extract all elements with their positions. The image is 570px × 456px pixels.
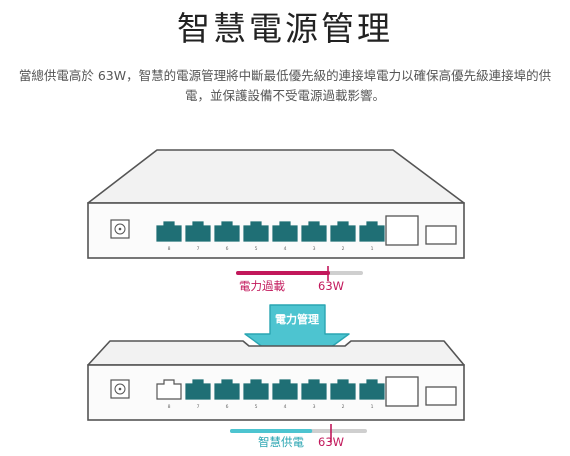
bottom-port-7: [185, 379, 211, 400]
bottom-port-number: 8: [168, 404, 171, 410]
top-meter-value: 63W: [318, 279, 344, 293]
top-port-number: 3: [313, 246, 316, 252]
top-port-8: [156, 221, 182, 242]
bottom-port-3: [301, 379, 327, 400]
top-port-number: 2: [342, 246, 345, 252]
top-port-number: 6: [226, 246, 229, 252]
top-port-4: [272, 221, 298, 242]
top-port-number: 7: [197, 246, 200, 252]
bottom-switch: 8 7 6 5 4 3 2 1: [87, 340, 465, 421]
bottom-switch-lid: [87, 340, 465, 366]
bottom-power-meter: 智慧供電 63W: [230, 424, 367, 449]
top-port-5: [243, 221, 269, 242]
top-port-2: [330, 221, 356, 242]
bottom-meter-fill: [230, 429, 313, 433]
page-title: 智慧電源管理: [177, 9, 393, 48]
bottom-port-number: 4: [284, 404, 287, 410]
top-port-number: 8: [168, 246, 171, 252]
bottom-port-number: 3: [313, 404, 316, 410]
bottom-port-4: [272, 379, 298, 400]
bottom-port-number: 6: [226, 404, 229, 410]
bottom-meter-value: 63W: [318, 435, 344, 449]
top-port-number: 4: [284, 246, 287, 252]
top-port-3: [301, 221, 327, 242]
top-port-7: [185, 221, 211, 242]
page-description: 當總供電高於 63W，智慧的電源管理將中斷最低優先級的連接埠電力以確保高優先級連…: [18, 68, 552, 103]
bottom-port-5: [243, 379, 269, 400]
top-meter-label: 電力過載: [239, 279, 285, 293]
top-switch-lid: [87, 149, 465, 204]
top-port-number: 1: [371, 246, 374, 252]
top-console-port: [425, 225, 457, 245]
bottom-port-1: [359, 379, 385, 400]
top-port-number: 5: [255, 246, 258, 252]
bottom-port-number: 2: [342, 404, 345, 410]
top-port-1: [359, 221, 385, 242]
bottom-sfp-port: [385, 376, 419, 407]
bottom-port-number: 5: [255, 404, 258, 410]
bottom-console-port: [425, 386, 457, 406]
top-port-row: 8 7 6 5 4 3 2 1: [156, 221, 385, 252]
top-power-meter: 電力過載 63W: [236, 266, 363, 293]
top-power-jack: [110, 219, 130, 239]
bottom-port-6: [214, 379, 240, 400]
top-sfp-port: [385, 215, 419, 246]
top-port-6: [214, 221, 240, 242]
bottom-meter-label: 智慧供電: [258, 435, 304, 449]
arrow-label: 電力管理: [275, 312, 319, 326]
bottom-power-jack: [110, 379, 130, 399]
top-meter-fill: [236, 271, 330, 275]
bottom-port-8: [156, 379, 182, 400]
top-switch: 8 7 6 5 4 3 2 1: [87, 149, 465, 259]
bottom-port-row: 8 7 6 5 4 3 2 1: [156, 379, 385, 410]
bottom-port-number: 1: [371, 404, 374, 410]
bottom-port-number: 7: [197, 404, 200, 410]
bottom-port-2: [330, 379, 356, 400]
